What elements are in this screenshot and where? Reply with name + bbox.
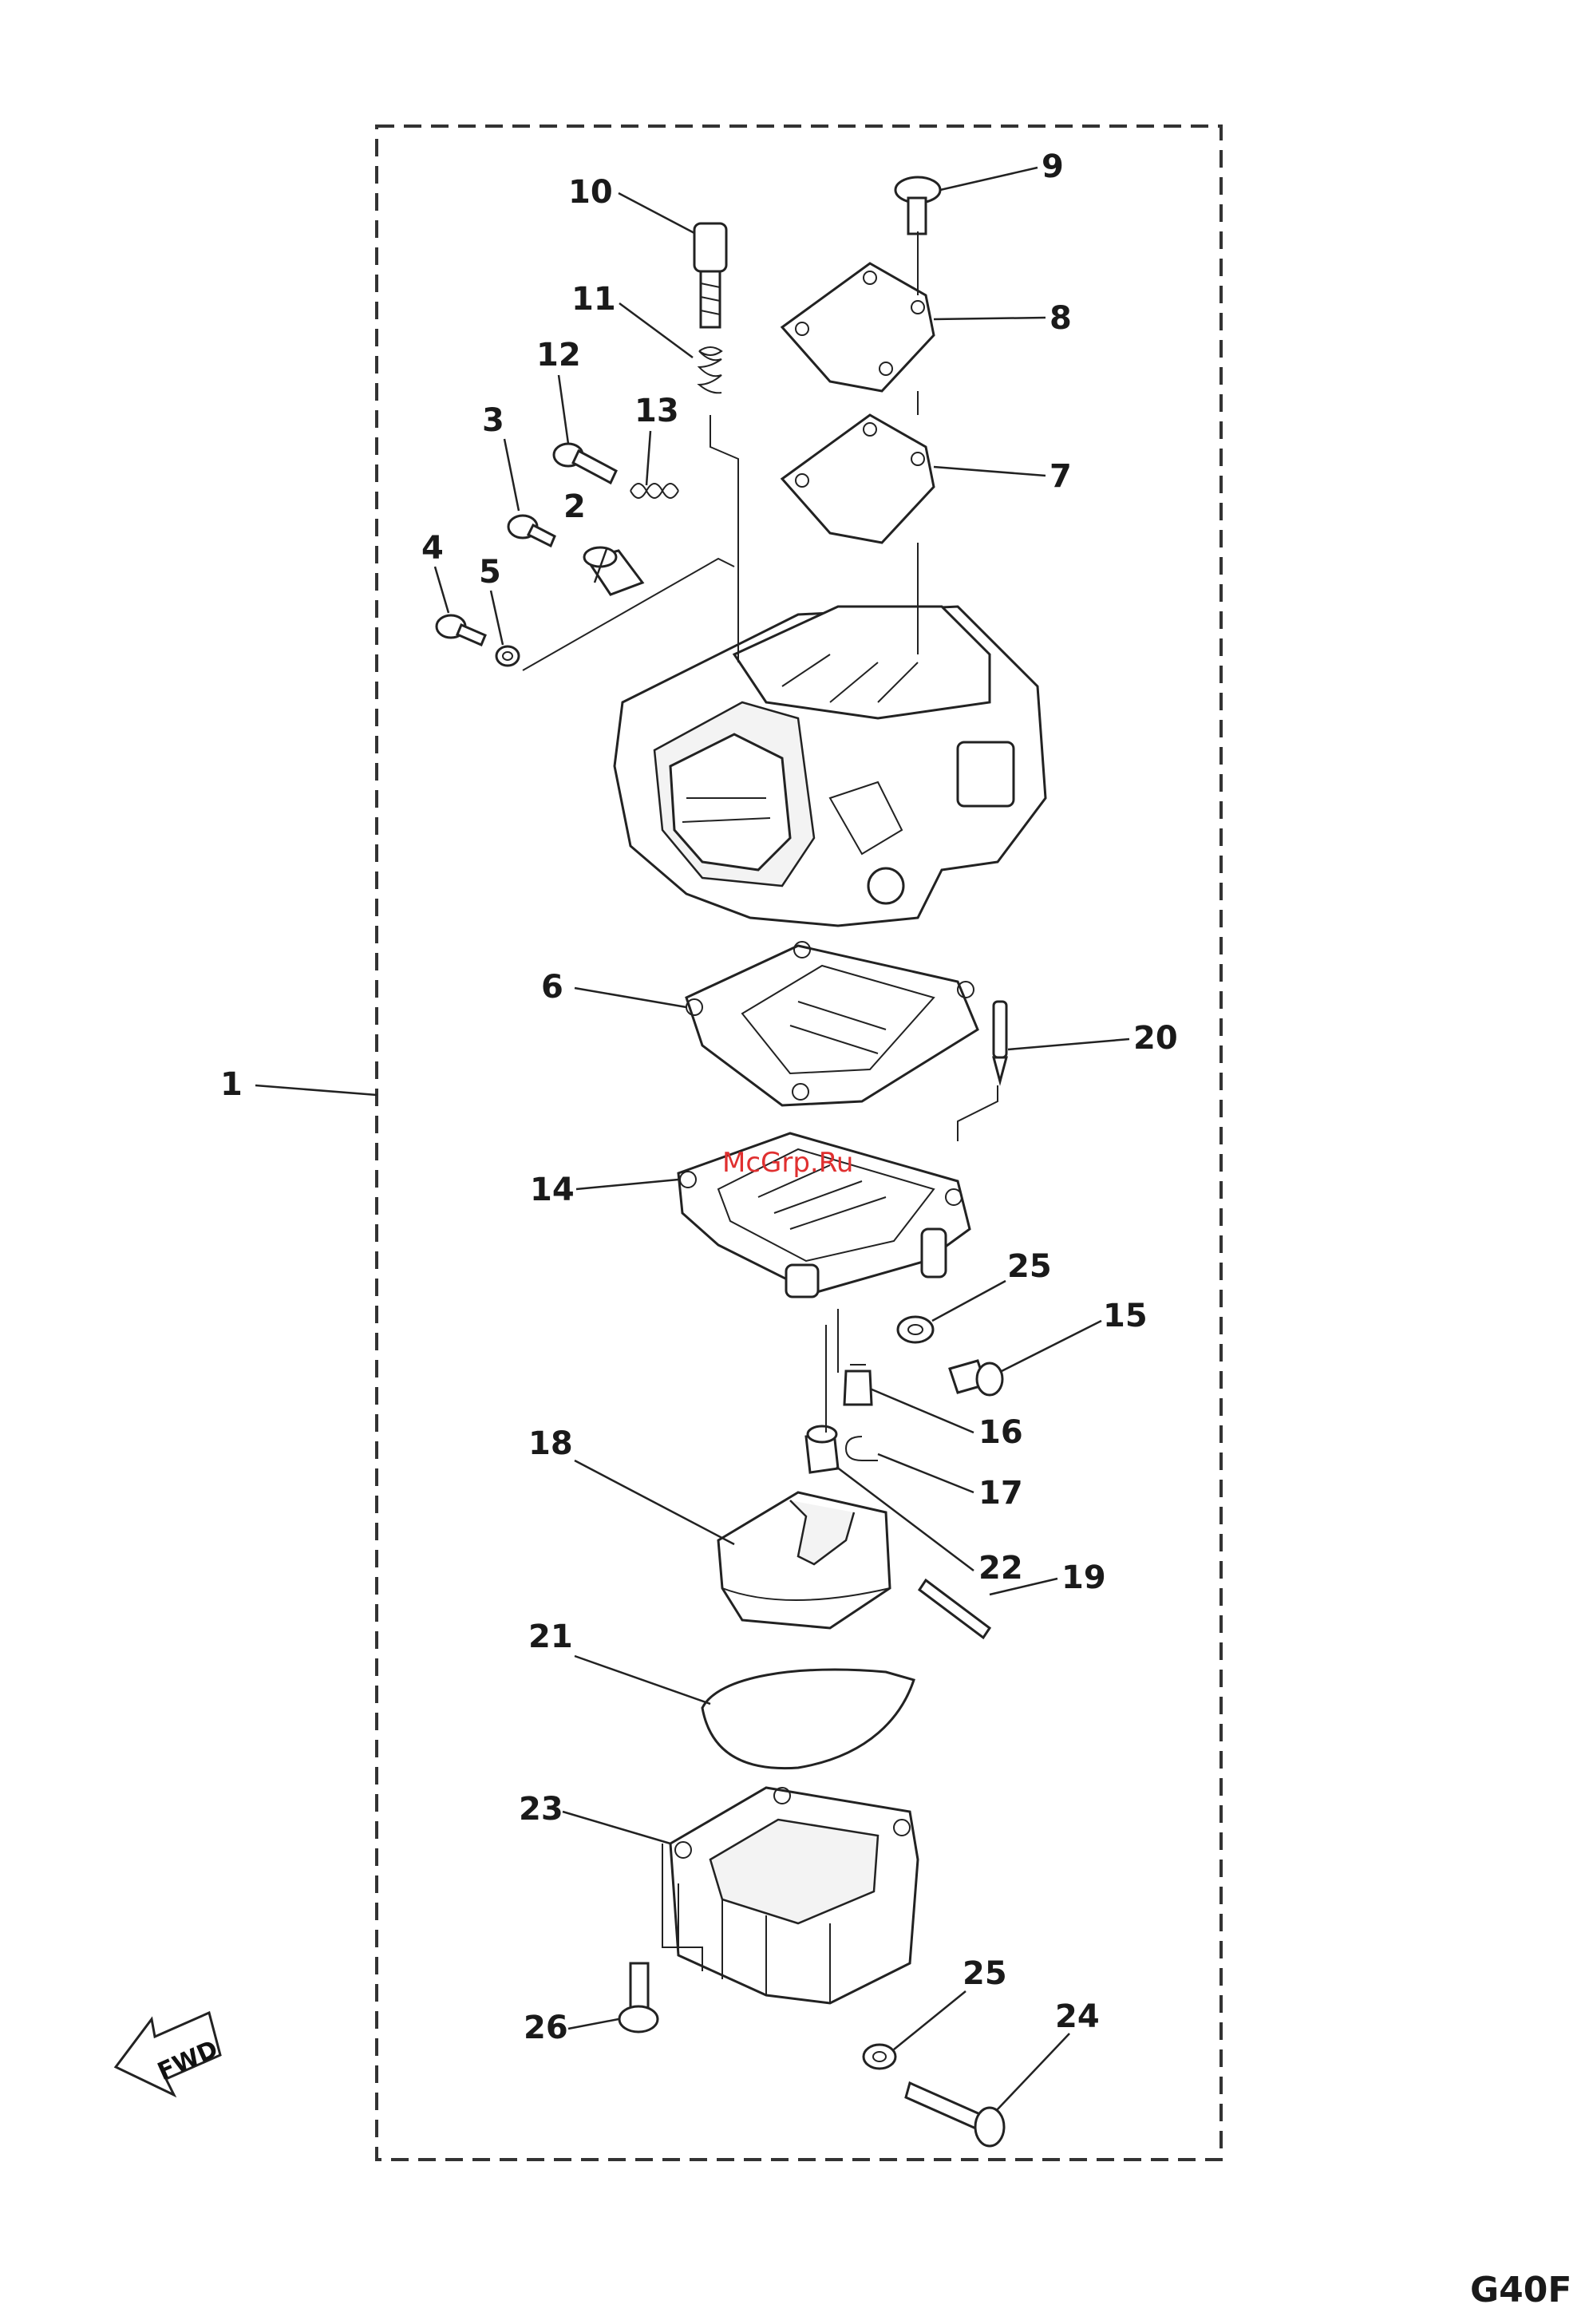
callout-20: 20 bbox=[1133, 1020, 1178, 1057]
page-code: G40F bbox=[1470, 2270, 1571, 2310]
part-25-washer-lower bbox=[864, 2045, 895, 2069]
callout-14: 14 bbox=[530, 1172, 575, 1208]
part-9-screw bbox=[895, 177, 940, 234]
part-15-drain-screw bbox=[950, 1361, 1002, 1395]
callout-1: 1 bbox=[220, 1066, 243, 1103]
fwd-arrow-icon: FWD bbox=[116, 2013, 222, 2095]
part-8-cover-plate bbox=[782, 263, 934, 391]
callout-25-lower: 25 bbox=[963, 1955, 1007, 1992]
part-17-clip bbox=[846, 1437, 878, 1460]
part-24-drain-screw bbox=[906, 2083, 1004, 2146]
part-23-float-chamber bbox=[670, 1788, 918, 2003]
part-25-washer-upper bbox=[898, 1317, 933, 1342]
part-12-screw bbox=[554, 444, 616, 483]
callout-9: 9 bbox=[1042, 148, 1064, 185]
callout-23: 23 bbox=[519, 1791, 563, 1828]
callout-19: 19 bbox=[1061, 1559, 1106, 1596]
part-21-float-chamber-gasket bbox=[702, 1670, 914, 1769]
callout-6: 6 bbox=[541, 969, 563, 1006]
part-2-jet bbox=[584, 547, 642, 595]
carburetor-body bbox=[615, 607, 1046, 926]
callout-16: 16 bbox=[978, 1414, 1023, 1451]
callout-2: 2 bbox=[563, 488, 586, 525]
part-11-spring bbox=[699, 347, 721, 393]
part-22-pilot-jet bbox=[806, 1426, 838, 1472]
part-5-washer bbox=[496, 646, 519, 666]
callout-5: 5 bbox=[479, 554, 501, 591]
leader-lines bbox=[255, 168, 1129, 2111]
callout-labels: 1 2 3 4 5 6 7 8 9 10 11 12 13 14 15 16 1… bbox=[220, 148, 1178, 2046]
callout-22: 22 bbox=[978, 1550, 1023, 1587]
callout-8: 8 bbox=[1049, 300, 1072, 337]
callout-18: 18 bbox=[528, 1425, 573, 1462]
watermark: McGrp.Ru bbox=[722, 1147, 853, 1179]
callout-13: 13 bbox=[634, 393, 679, 429]
callout-7: 7 bbox=[1049, 458, 1072, 495]
part-20-float-needle bbox=[994, 1002, 1006, 1081]
part-6-gasket bbox=[686, 942, 978, 1105]
part-10-pilot-screw bbox=[694, 223, 726, 327]
part-7-gasket bbox=[782, 415, 934, 543]
part-13-spring bbox=[630, 484, 678, 498]
callout-24: 24 bbox=[1055, 1998, 1100, 2035]
part-3-screw bbox=[508, 516, 555, 546]
callout-4: 4 bbox=[421, 530, 444, 567]
part-18-float bbox=[718, 1492, 890, 1628]
part-4-screw bbox=[437, 615, 485, 645]
part-19-float-pin bbox=[919, 1580, 990, 1638]
callout-10: 10 bbox=[568, 174, 613, 211]
callout-15: 15 bbox=[1103, 1298, 1148, 1334]
part-16-main-jet bbox=[844, 1365, 872, 1405]
callout-26: 26 bbox=[524, 2010, 568, 2046]
callout-21: 21 bbox=[528, 1618, 573, 1655]
callout-25-upper: 25 bbox=[1007, 1248, 1052, 1285]
callout-12: 12 bbox=[536, 337, 581, 374]
callout-17: 17 bbox=[978, 1475, 1023, 1512]
callout-11: 11 bbox=[571, 281, 616, 318]
part-26-screw bbox=[619, 1963, 658, 2032]
callout-3: 3 bbox=[482, 402, 504, 439]
